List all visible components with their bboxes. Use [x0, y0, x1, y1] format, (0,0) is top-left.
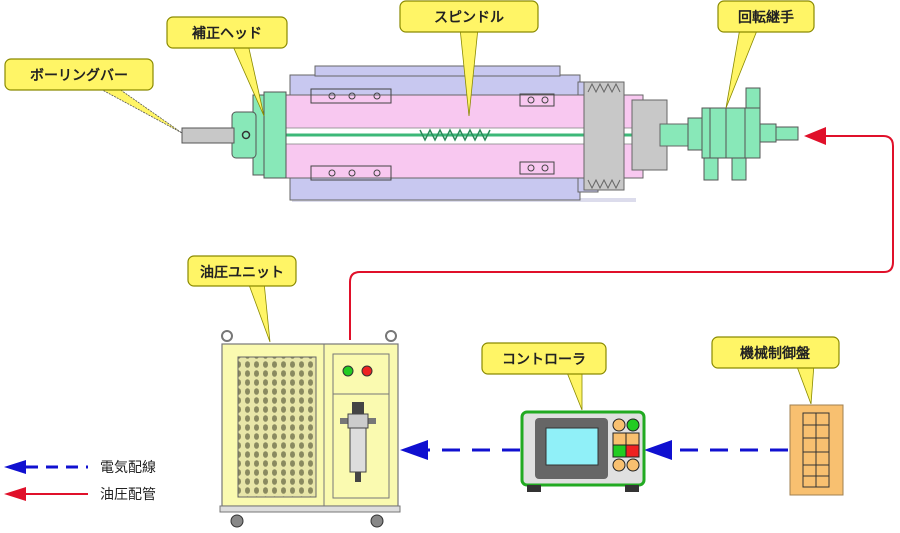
- button-icon: [612, 458, 626, 472]
- electric-line-controller-to-unit: [400, 440, 520, 460]
- button-icon: [612, 418, 626, 432]
- hydraulic-arrow-icon: [804, 127, 826, 145]
- controller-device: [520, 410, 646, 492]
- adjust-screw-icon: [241, 130, 251, 140]
- electric-line-panel-to-controller: [644, 440, 788, 460]
- hydraulic-unit: [219, 330, 401, 528]
- ventilation-grille: [237, 356, 317, 498]
- legend-item-hydraulic: 油圧配管: [4, 487, 156, 503]
- electric-arrow-icon: [4, 460, 26, 474]
- rotary-joint: [687, 87, 799, 181]
- boring-bar: [181, 127, 235, 144]
- machine-control-panel: [789, 404, 844, 496]
- callout-correction-head: 補正ヘッド: [166, 16, 288, 117]
- elbow-fitting-top: [745, 87, 761, 109]
- callout-boring-bar: ボーリングバー: [4, 58, 183, 134]
- hydraulic-line: [349, 127, 894, 340]
- label-controller: コントローラ: [502, 352, 586, 368]
- callout-rotary-joint: 回転継手: [717, 0, 815, 109]
- housing-top: [314, 65, 561, 77]
- callout-controller: コントローラ: [481, 342, 607, 411]
- red-lamp-icon: [361, 365, 373, 377]
- pulley: [583, 81, 625, 191]
- label-spindle: スピンドル: [434, 10, 504, 26]
- caster-wheel: [370, 514, 384, 528]
- caster-wheel: [230, 514, 244, 528]
- inlet-nipple: [775, 126, 799, 141]
- shaft-end: [659, 123, 691, 147]
- lifting-eye: [385, 330, 397, 342]
- legend-item-electric: 電気配線: [4, 460, 156, 476]
- elbow-fitting-bottom-2: [731, 157, 747, 181]
- air-filter-regulator-icon: [340, 402, 376, 482]
- button-icon: [626, 418, 640, 432]
- button-icon: [626, 458, 640, 472]
- legend-label-hydraulic: 油圧配管: [100, 487, 156, 503]
- bearings: [310, 88, 555, 181]
- spindle-assembly: [181, 65, 691, 202]
- label-hydraulic-unit: 油圧ユニット: [200, 264, 284, 281]
- callout-spindle: スピンドル: [399, 0, 539, 117]
- callout-machine-control-panel: 機械制御盤: [711, 336, 840, 405]
- legend-label-electric: 電気配線: [100, 460, 156, 476]
- legend: 電気配線 油圧配管: [4, 460, 156, 503]
- indicator-panel: [332, 353, 390, 395]
- spring: [419, 128, 491, 142]
- label-machine-control-panel: 機械制御盤: [740, 345, 811, 362]
- hydraulic-arrow-icon: [4, 487, 26, 501]
- label-rotary-joint: 回転継手: [738, 9, 794, 26]
- label-boring-bar: ボーリングバー: [30, 67, 128, 84]
- label-correction-head: 補正ヘッド: [191, 25, 262, 42]
- lifting-eye: [221, 330, 233, 342]
- callout-hydraulic-unit: 油圧ユニット: [187, 255, 297, 343]
- correction-head-body: [263, 91, 287, 179]
- green-lamp-icon: [342, 365, 354, 377]
- screen: [545, 427, 599, 466]
- correction-head-nose: [231, 111, 257, 159]
- elbow-fitting-bottom-1: [703, 157, 719, 181]
- spindle-lower: [267, 141, 644, 179]
- electric-arrow-icon: [644, 440, 672, 460]
- electric-arrow-icon: [400, 440, 428, 460]
